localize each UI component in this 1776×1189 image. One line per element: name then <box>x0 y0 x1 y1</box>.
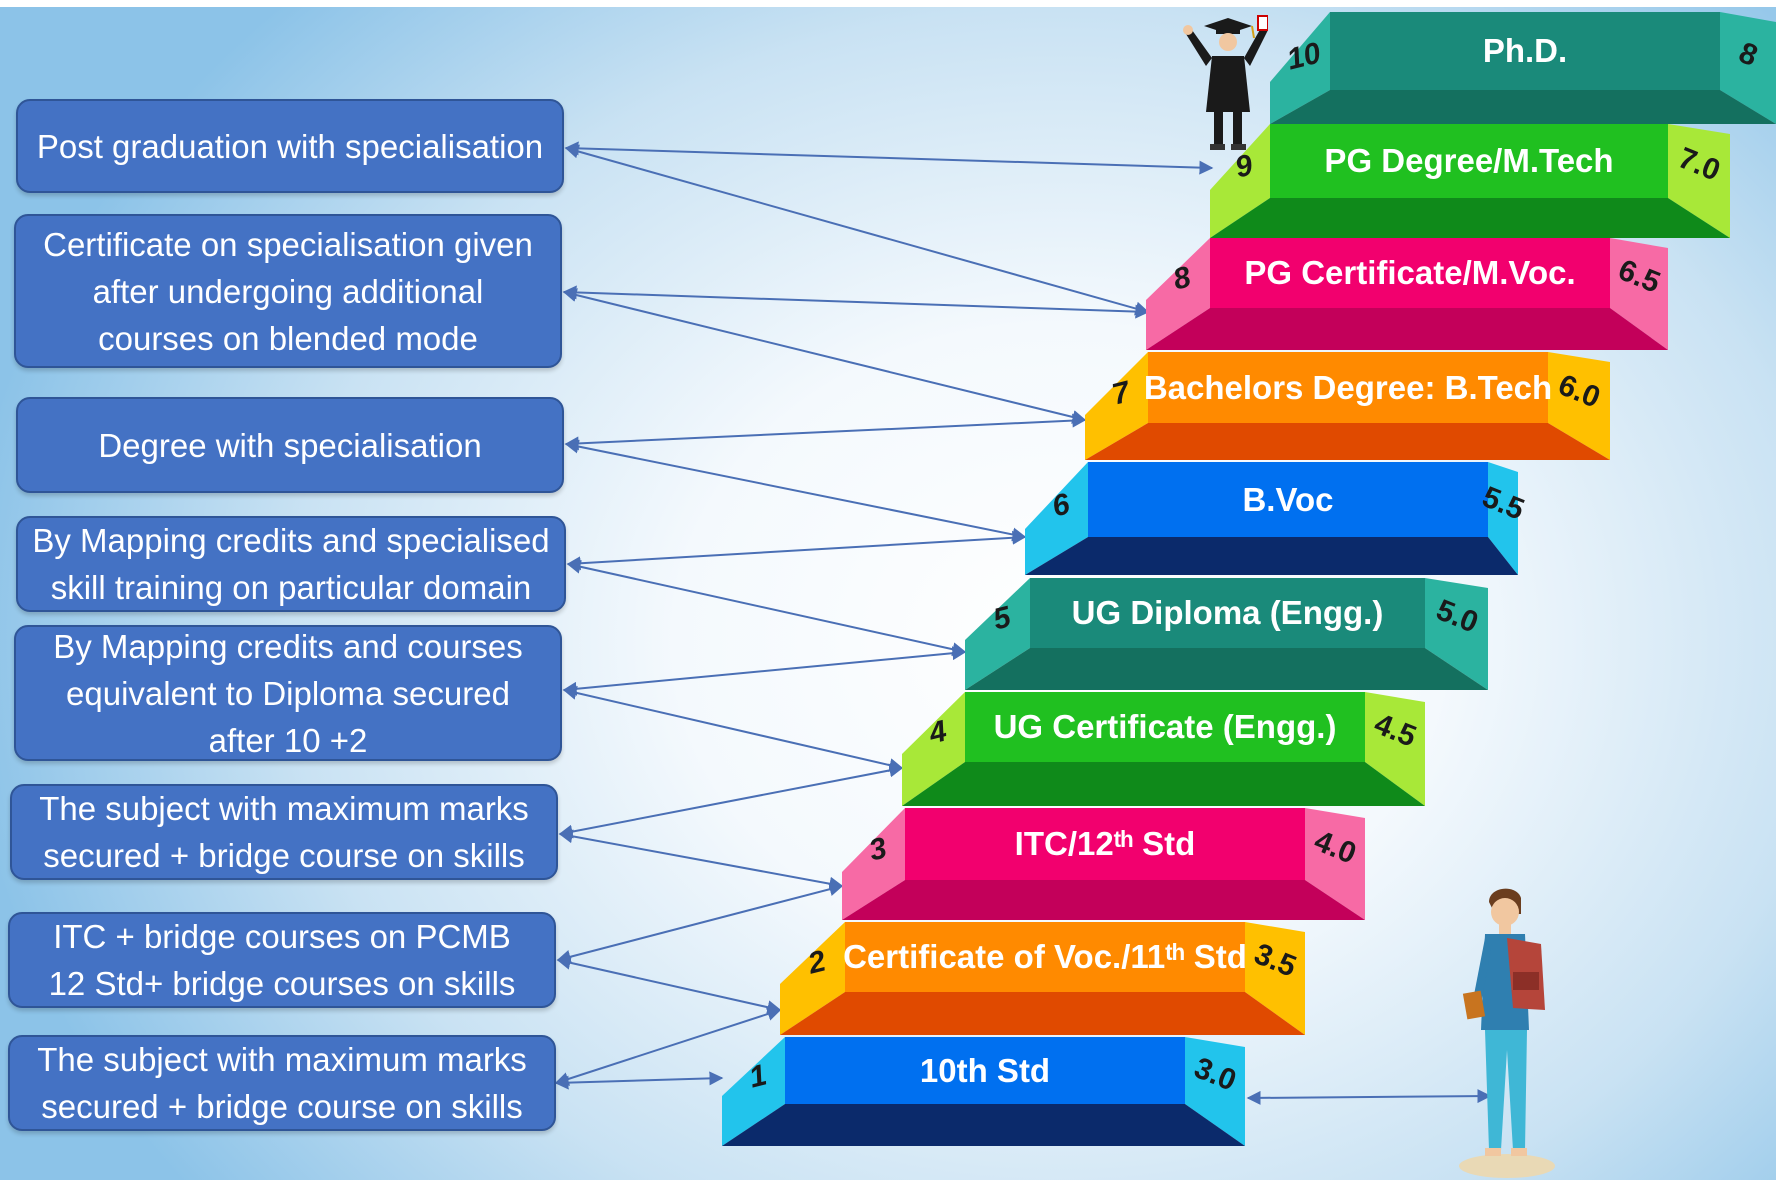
step-10-left-face <box>1270 12 1330 124</box>
step-7-left-face <box>1085 352 1148 460</box>
step-6-base-face <box>1025 537 1518 575</box>
description-box-4: By Mapping credits and specialised skill… <box>16 516 566 612</box>
step-3-left-face <box>842 808 905 920</box>
step-10-label: Ph.D. <box>1482 32 1568 69</box>
connector-arrow <box>562 646 967 696</box>
step-2-base-face <box>780 992 1305 1035</box>
step-4-left-face <box>902 692 965 806</box>
step-10-base-face <box>1270 90 1776 124</box>
step-8-label: PG Certificate/M.Voc. <box>1244 254 1576 291</box>
step-5-right-face <box>1425 578 1488 690</box>
step-9-label: PG Degree/M.Tech <box>1324 142 1614 179</box>
description-box-6: The subject with maximum marks secured +… <box>10 784 558 880</box>
step-1-front-face <box>785 1037 1185 1104</box>
step-6-left-face <box>1025 462 1088 575</box>
step-3-label: ITC/12ᵗʰ Std <box>1014 825 1196 862</box>
step-2-left-face <box>780 922 845 1035</box>
connector-arrow <box>558 763 904 839</box>
step-1-label: 10th Std <box>919 1051 1051 1089</box>
connector-arrow <box>564 144 1150 316</box>
step-6-label: B.Voc <box>1242 480 1334 518</box>
step-5-left-face <box>965 578 1030 690</box>
connector-arrow <box>554 1071 724 1090</box>
step-3-base-face <box>842 880 1365 920</box>
graduate-icon <box>1183 15 1268 150</box>
step-4-label: UG Certificate (Engg.) <box>993 708 1337 745</box>
step-2-right-face <box>1245 922 1305 1035</box>
step-4-front-face <box>965 692 1365 762</box>
step-6-front-face <box>1088 462 1488 537</box>
bottom-border <box>0 1180 1776 1189</box>
connector-arrow <box>562 686 904 772</box>
step-5-label: UG Diploma (Engg.) <box>1071 594 1384 631</box>
connector-arrow <box>566 559 967 657</box>
connector-arrow <box>564 439 1027 542</box>
step-5-front-face <box>1030 578 1425 648</box>
step-10-right-face <box>1720 12 1776 124</box>
step-10-front-face <box>1330 12 1720 90</box>
description-box-8: The subject with maximum marks secured +… <box>8 1035 556 1131</box>
step-4-base-face <box>902 762 1425 806</box>
connector-arrow <box>562 288 1087 424</box>
step-7-front-face <box>1148 352 1548 423</box>
student-icon <box>1459 888 1555 1178</box>
step-2-front-face <box>845 922 1245 992</box>
step-1-base-face <box>722 1104 1245 1146</box>
step-1-right-face <box>1185 1037 1245 1146</box>
step-8-right-face <box>1610 238 1668 350</box>
step-8-left-face <box>1146 238 1210 350</box>
description-box-1: Post graduation with specialisation <box>16 99 564 193</box>
description-box-2: Certificate on specialisation given afte… <box>14 214 562 368</box>
step-9-right-face <box>1668 124 1730 238</box>
step-3-right-face <box>1305 808 1365 920</box>
step-8-base-face <box>1146 308 1668 350</box>
step-6-right-face <box>1488 462 1518 575</box>
step-4-right-face <box>1365 692 1425 806</box>
description-box-7: ITC + bridge courses on PCMB 12 Std+ bri… <box>8 912 556 1008</box>
step-5-base-face <box>965 648 1488 690</box>
connector-arrow <box>556 955 782 1015</box>
step-7-base-face <box>1085 423 1610 460</box>
step-3-front-face <box>905 808 1305 880</box>
description-box-3: Degree with specialisation <box>16 397 564 493</box>
step-1-left-face <box>722 1037 785 1146</box>
connector-arrow <box>566 530 1027 571</box>
step-7-label: Bachelors Degree: B.Tech <box>1143 368 1553 406</box>
step-2-label: Certificate of Voc./11ᵗʰ Std <box>843 938 1247 975</box>
description-box-5: By Mapping credits and courses equivalen… <box>14 625 562 761</box>
connector-arrow <box>1246 1089 1492 1105</box>
step-9-base-face <box>1210 198 1730 238</box>
connector-arrow <box>556 882 844 964</box>
top-border <box>0 0 1776 7</box>
step-7-right-face <box>1548 352 1610 460</box>
connector-arrow <box>558 829 844 891</box>
step-9-front-face <box>1270 124 1668 198</box>
step-9-left-face <box>1210 124 1270 238</box>
step-8-front-face <box>1210 238 1610 308</box>
connector-arrow <box>554 1007 782 1086</box>
